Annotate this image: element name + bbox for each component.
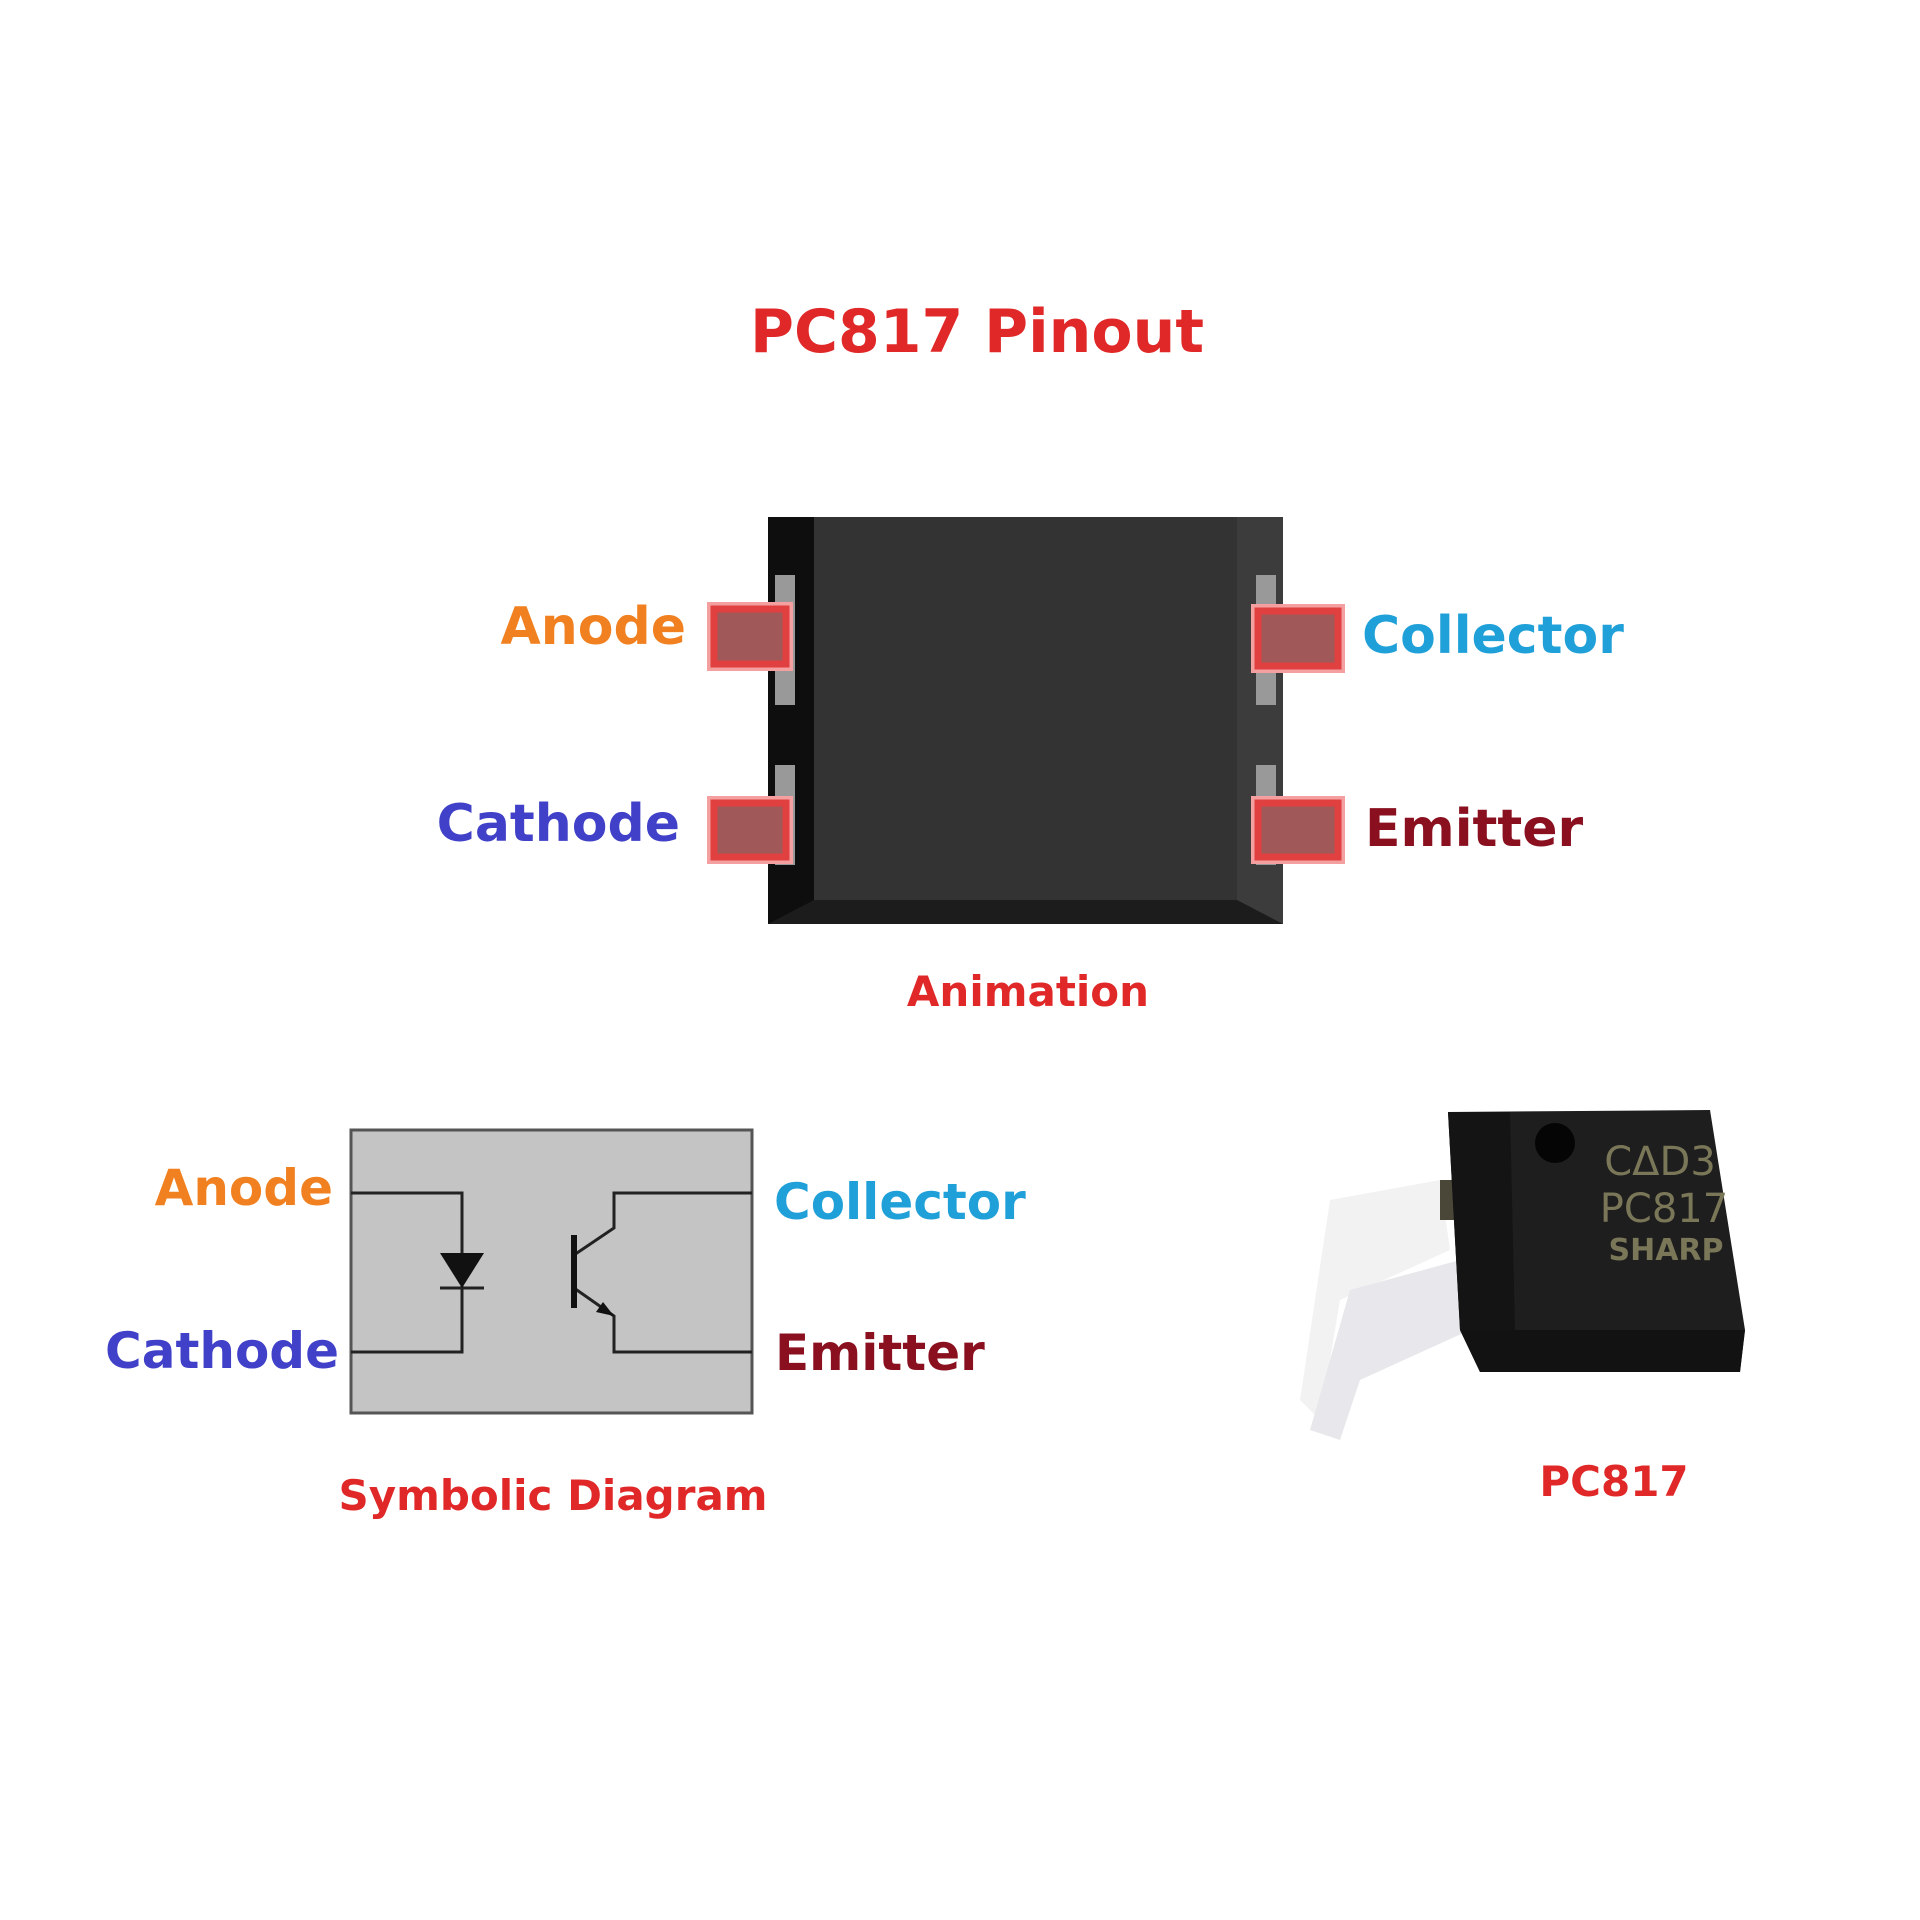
marking-line-2: PC817 xyxy=(1600,1186,1728,1232)
symbolic-caption: Symbolic Diagram xyxy=(338,1471,768,1520)
sym-label-cathode: Cathode xyxy=(105,1322,339,1380)
marking-line-3: SHARP xyxy=(1608,1233,1723,1268)
pin-pad-emitter xyxy=(1251,765,1345,865)
sym-label-emitter: Emitter xyxy=(775,1324,985,1382)
photo-caption: PC817 xyxy=(1539,1457,1689,1506)
sym-label-collector: Collector xyxy=(774,1173,1026,1231)
anim-label-cathode: Cathode xyxy=(436,794,680,854)
pin-pad-cathode xyxy=(707,765,795,865)
anim-label-emitter: Emitter xyxy=(1365,799,1584,859)
marking-line-1: CΔD3 xyxy=(1604,1139,1716,1185)
page-title: PC817 Pinout xyxy=(749,297,1205,367)
pin-pad-collector xyxy=(1251,575,1345,705)
anim-label-anode: Anode xyxy=(500,597,686,657)
anim-label-collector: Collector xyxy=(1362,606,1624,666)
pin-pad-anode xyxy=(707,575,795,705)
sym-label-anode: Anode xyxy=(154,1159,333,1217)
animation-caption: Animation xyxy=(906,967,1150,1016)
diode-icon xyxy=(440,1253,484,1288)
